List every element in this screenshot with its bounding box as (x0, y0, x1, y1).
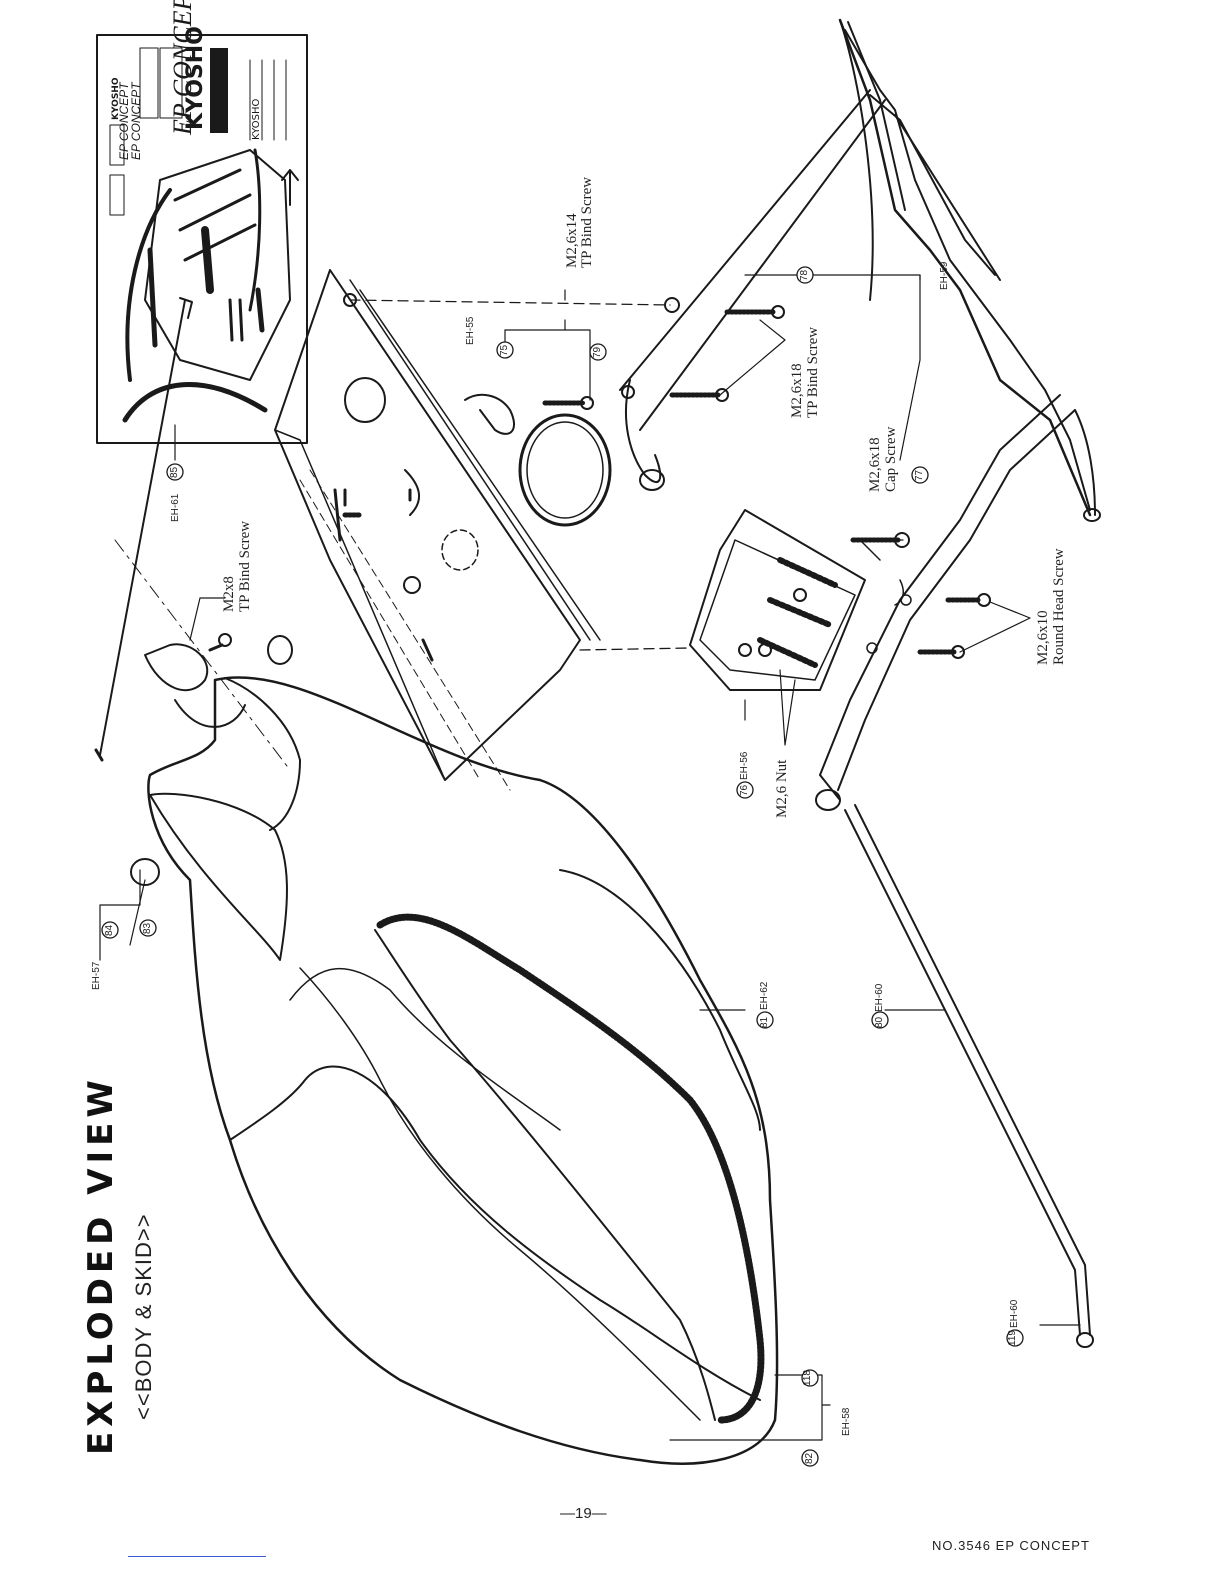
callout-m2x8-type: TP Bind Screw (237, 520, 253, 612)
part-ref-code: EH-62 (759, 981, 770, 1010)
part-ref-num: 79 (592, 346, 603, 358)
callout-m26x18-tp-size: M2,6x18 (789, 363, 805, 418)
decal-sheet (96, 34, 308, 444)
decal-text-2: EP CONCEPT (129, 82, 143, 160)
servo-bracket (464, 393, 612, 527)
part-ref-num: 75 (499, 344, 510, 356)
callout-m26x18-cap-type: Cap Screw (883, 426, 899, 492)
part-ref-code: EH-59 (939, 261, 950, 290)
part-ref-num: 81 (759, 1016, 770, 1028)
part-ref-num: 82 (804, 1452, 815, 1464)
part-ref-code: EH-60 (1009, 1299, 1020, 1328)
part-ref-num: 78 (799, 269, 810, 281)
callout-m26x10-type: Round Head Screw (1051, 548, 1067, 665)
page-number: —19— (560, 1505, 607, 1522)
assembly-guides (349, 299, 691, 651)
skid-strut-front (815, 394, 1101, 1348)
mechanics-frame (274, 269, 601, 791)
callout-m26-nut: M2,6 Nut (774, 759, 790, 818)
callout-m26x10-size: M2,6x10 (1035, 610, 1051, 665)
screw-heads (715, 305, 991, 659)
document-id: NO.3546 EP CONCEPT (932, 1538, 1090, 1553)
decal-text-5: EP CONCEPT (168, 0, 197, 135)
part-ref-num: 84 (104, 924, 115, 936)
part-ref-num: 85 (169, 466, 180, 478)
callout-m26x18-cap-size: M2,6x18 (867, 437, 883, 492)
battery-holder (689, 509, 866, 691)
decal-text-6: KYOSHO (251, 98, 262, 140)
part-ref-code: EH-60 (874, 983, 885, 1012)
part-ref-num: 118 (802, 1370, 813, 1386)
part-ref-code: EH-56 (739, 751, 750, 780)
decal-text-3: KYOSHO (111, 77, 121, 121)
callout-m2x8-size: M2x8 (221, 576, 237, 612)
callout-m26x18-tp-type: TP Bind Screw (805, 326, 821, 418)
leader-lines (99, 274, 1081, 1441)
part-ref-num: 76 (739, 784, 750, 796)
part-ref-num: 80 (874, 1016, 885, 1028)
part-ref-code: EH-55 (465, 316, 476, 345)
canopy-mount-parts (94, 297, 293, 886)
part-ref-code: EH-57 (91, 961, 102, 990)
part-ref-code: EH-61 (170, 493, 181, 522)
part-number-markers (101, 266, 1024, 1467)
part-ref-num: 119 (1007, 1330, 1018, 1346)
footnote-rule (128, 1556, 266, 1557)
callout-m26x14-size: M2,6x14 (564, 213, 580, 268)
canopy-body (147, 676, 779, 1465)
callout-m26x14-type: TP Bind Screw (579, 176, 595, 268)
screws (342, 309, 983, 655)
skid-strut-rear (619, 18, 1092, 517)
part-ref-num: 83 (142, 922, 153, 934)
part-ref-num: 77 (914, 469, 925, 481)
part-ref-code: EH-58 (841, 1407, 852, 1436)
